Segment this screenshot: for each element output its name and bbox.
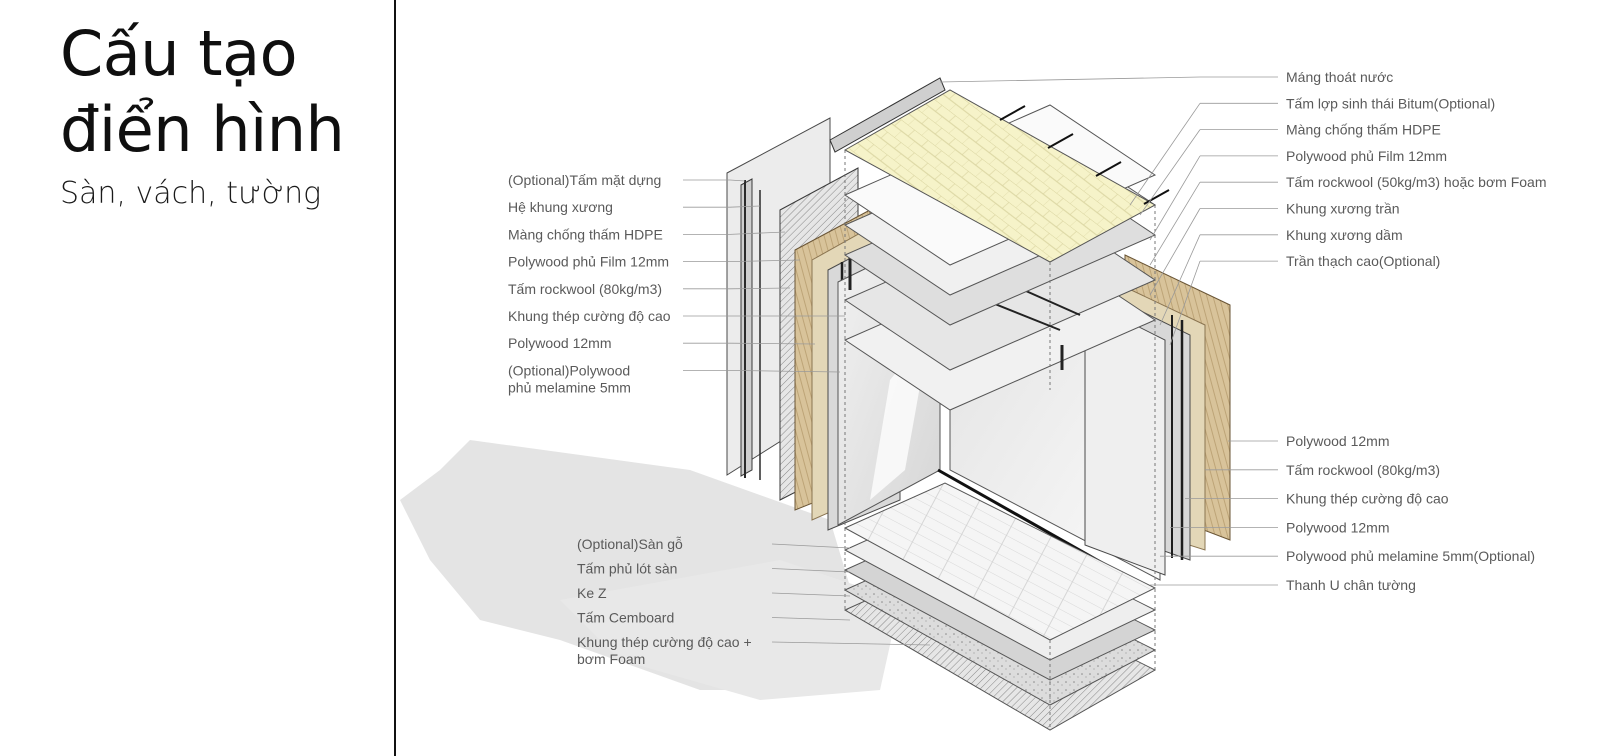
left-wall-label-8-line-1: (Optional)Polywood (508, 362, 630, 378)
page-subtitle: Sàn, vách, tường (60, 176, 322, 211)
floor-labels: (Optional)Sàn gỗ Tấm phủ lót sàn Ke Z Tấm C… (577, 536, 752, 667)
roof-leader-tail-6 (1149, 208, 1201, 296)
roof-assembly (829, 77, 1170, 411)
roof-label-2: Tấm lợp sinh thái Bitum(Optional) (1286, 95, 1495, 111)
floor-label-5-line-2: bơm Foam (577, 651, 645, 667)
roof-label-6: Khung xương trần (1286, 201, 1400, 217)
roof-leader-tail-7 (1159, 234, 1201, 326)
floor-assembly (843, 482, 1157, 731)
roof-leader-tail-3 (1139, 129, 1201, 216)
floor-label-3: Ke Z (577, 585, 607, 601)
left-wall-label-4: Polywood phủ Film 12mm (508, 254, 669, 270)
left-wall-label-3: Màng chống thấm HDPE (508, 226, 663, 242)
floor-label-2: Tấm phủ lót sàn (577, 561, 677, 577)
right-wall-label-4: Polywood 12mm (1286, 519, 1390, 535)
left-wall-label-2: Hệ khung xương (508, 199, 613, 215)
left-wall-label-6: Khung thép cường độ cao (508, 308, 671, 324)
right-wall-label-5: Polywood phủ melamine 5mm(Optional) (1286, 548, 1535, 564)
construction-dashes (844, 150, 1156, 730)
floor-leader-3 (771, 592, 851, 597)
left-wall-leader-tail-4 (729, 259, 801, 262)
roof-label-7: Khung xương dầm (1286, 227, 1403, 243)
roof-leader-tail-4 (1149, 155, 1201, 241)
floor-label-5-line-1: Khung thép cường độ cao + (577, 634, 752, 650)
left-wall-label-7: Polywood 12mm (508, 335, 612, 351)
roof-leader-tail-1 (939, 76, 1201, 83)
title-line-1: Cấu tạo (60, 17, 298, 90)
left-wall-labels: (Optional)Tấm mặt dựng Hệ khung xươngMàng… (508, 172, 671, 395)
roof-label-8: Trần thạch cao(Optional) (1286, 253, 1440, 269)
roof-label-5: Tấm rockwool (50kg/m3) hoặc bơm Foam (1286, 174, 1546, 190)
left-wall-leader-tail-3 (729, 231, 786, 235)
page-title: Cấu tạo điển hình (60, 16, 345, 168)
roof-leader-tail-5 (1149, 181, 1201, 266)
right-wall-label-1: Polywood 12mm (1286, 433, 1390, 449)
left-wall-leader-tail-5 (729, 287, 791, 290)
left-wall-leader-tail-2 (729, 205, 761, 208)
left-wall-leader-tail-7 (729, 342, 816, 345)
floor-label-5: Khung thép cường độ cao +bơm Foam (577, 634, 752, 667)
floor-leader-2 (771, 568, 851, 573)
floor-leader-1 (771, 543, 851, 549)
roof-label-3: Màng chống thấm HDPE (1286, 122, 1441, 138)
right-wall-label-3: Khung thép cường độ cao (1286, 491, 1449, 507)
left-wall-leader-tail-8 (729, 370, 841, 373)
floor-label-4: Tấm Cemboard (577, 610, 674, 626)
roof-leader-tail-2 (1129, 103, 1201, 206)
roof-label-1: Máng thoát nước (1286, 69, 1393, 85)
left-wall-label-8-line-2: phủ melamine 5mm (508, 379, 631, 395)
roof-leader-tail-8 (1169, 260, 1201, 346)
right-wall-label-2: Tấm rockwool (80kg/m3) (1286, 462, 1440, 478)
title-line-2: điển hình (60, 93, 345, 166)
floor-label-1: (Optional)Sàn gỗ (577, 536, 683, 552)
left-wall-label-5: Tấm rockwool (80kg/m3) (508, 281, 662, 297)
leader-lines (683, 76, 1278, 646)
roof-label-4: Polywood phủ Film 12mm (1286, 148, 1447, 164)
vertical-divider (394, 0, 396, 756)
title-panel: Cấu tạo điển hình Sàn, vách, tường (0, 0, 395, 756)
right-wall-label-6: Thanh U chân tường (1286, 577, 1416, 593)
floor-leader-4 (771, 617, 851, 621)
left-wall-leader-tail-1 (729, 179, 746, 182)
left-wall-label-1: (Optional)Tấm mặt dựng (508, 172, 661, 188)
floor-leader-5 (771, 641, 931, 646)
